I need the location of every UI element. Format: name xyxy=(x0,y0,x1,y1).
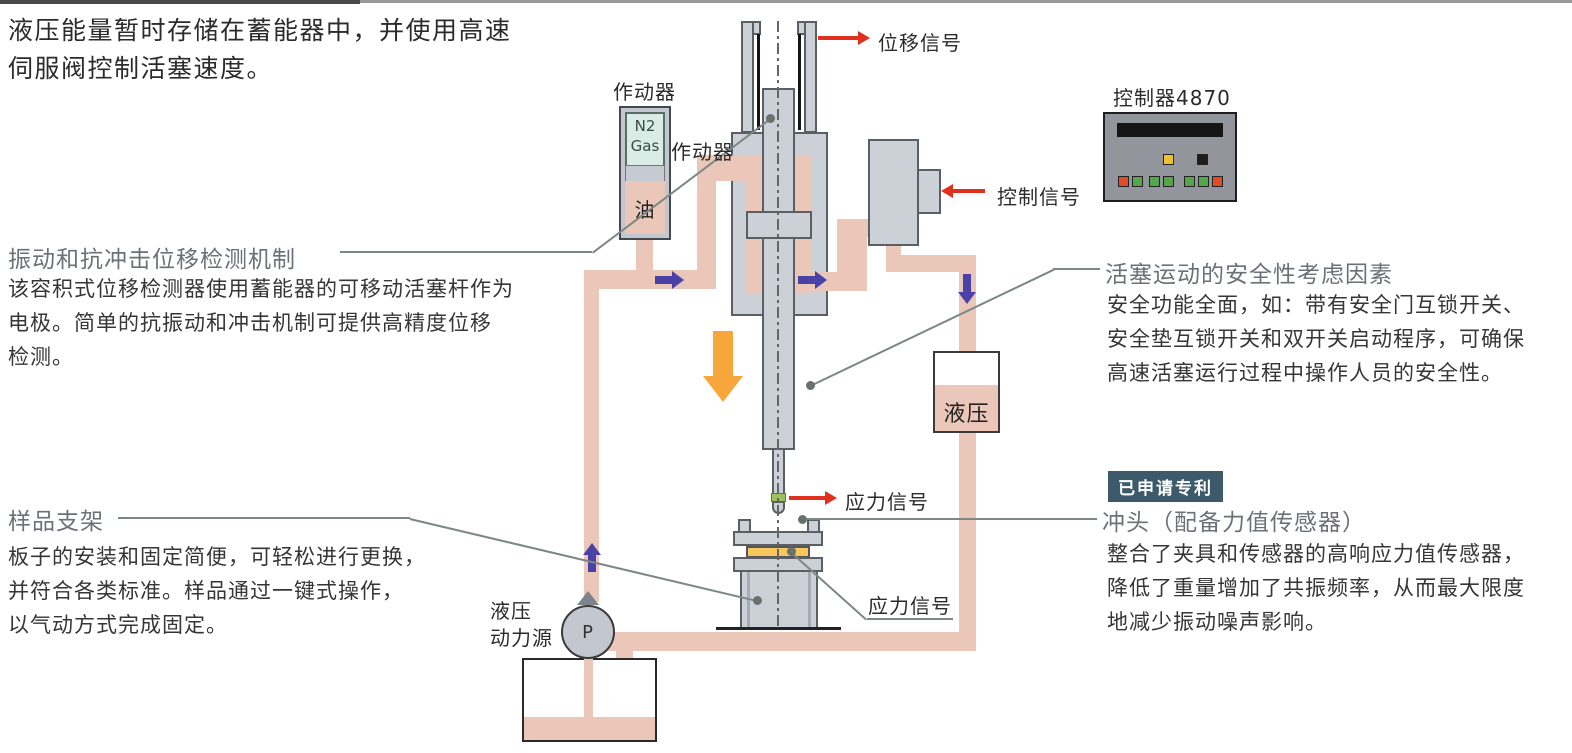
flow-arrow-3-shaft xyxy=(963,274,971,292)
pipe-bottom-horizontal xyxy=(601,632,975,651)
flow-arrow-2-shaft xyxy=(798,276,815,284)
pipe-below-tank xyxy=(959,431,976,651)
base-shade-right xyxy=(808,572,811,627)
down-motion-arrow-head xyxy=(703,376,743,402)
displacement-section-body: 该容积式位移检测器使用蓄能器的可移动活塞杆作为 电极。简单的抗振动和冲击机制可提… xyxy=(8,277,514,369)
pipe-left-vertical xyxy=(584,270,599,602)
leader-displacement-h xyxy=(340,251,592,253)
controller-display xyxy=(1117,123,1223,137)
controller-label: 控制器4870 xyxy=(1113,86,1231,110)
flow-arrow-1-shaft xyxy=(655,276,672,284)
sensor-post-left xyxy=(741,21,754,133)
stress-signal-arrow-shaft xyxy=(789,496,827,500)
actuator-side-label: 作动器 xyxy=(671,140,734,164)
sensor-post-right xyxy=(804,21,817,133)
controller-panel xyxy=(1103,112,1237,202)
pipe-accumulator-drop xyxy=(636,232,653,274)
controller-button-2 xyxy=(1132,176,1143,187)
flow-arrow-4-shaft xyxy=(588,554,596,572)
pump-name-label: 液压 动力源 xyxy=(490,599,553,650)
intro-line-1: 液压能量暂时存储在蓄能器中，并使用高速 xyxy=(8,16,512,45)
flow-arrow-3-head xyxy=(958,292,976,304)
leader-stress2-underline xyxy=(867,618,953,620)
patent-badge: 已申请专利 xyxy=(1108,471,1223,502)
intro-text: 液压能量暂时存储在蓄能器中，并使用高速 伺服阀控制活塞速度。 xyxy=(8,12,512,88)
actuator-top-label: 作动器 xyxy=(613,80,676,104)
piston xyxy=(746,211,812,239)
pump-outlet-triangle xyxy=(577,591,599,605)
leader-sample-h xyxy=(118,517,410,519)
leader-punch-h xyxy=(807,518,1097,520)
leader-safety-h xyxy=(1053,268,1100,270)
pipe-riser-to-cylinder xyxy=(697,155,716,289)
n2-gas-label: N2 Gas xyxy=(630,117,660,155)
leader-dot-rod-lower xyxy=(806,381,815,390)
control-signal-arrow-shaft xyxy=(951,189,985,193)
servo-valve xyxy=(868,139,919,246)
down-motion-arrow-shaft xyxy=(713,331,733,377)
sample-holder-section-body: 板子的安装和固定简便，可轻松进行更换， 并符合各类标准。样品通过一键式操作， 以… xyxy=(8,545,426,637)
pipe-pump-suction xyxy=(584,656,593,736)
leader-dot-sample-base xyxy=(753,596,762,605)
pipe-valve-drain-h xyxy=(886,255,976,272)
displacement-signal-arrow-head xyxy=(858,31,870,45)
leader-dot-rod-top xyxy=(766,114,775,123)
control-signal-label: 控制信号 xyxy=(997,185,1081,209)
controller-button-6 xyxy=(1198,176,1209,187)
controller-button-4 xyxy=(1163,176,1174,187)
hydraulic-tank-label: 液压 xyxy=(943,402,990,427)
flow-arrow-1-head xyxy=(672,271,684,289)
sample-holder-section-title: 样品支架 xyxy=(8,509,104,535)
punch-section-title: 冲头（配备力值传感器） xyxy=(1102,510,1366,536)
base-ground-line xyxy=(716,627,841,630)
controller-button-3 xyxy=(1149,176,1160,187)
controller-button-1 xyxy=(1118,176,1129,187)
safety-section-title: 活塞运动的安全性考虑因素 xyxy=(1105,262,1393,288)
accumulator-oil xyxy=(625,181,665,234)
controller-button-5 xyxy=(1184,176,1195,187)
stress-signal-lower-label: 应力信号 xyxy=(868,594,952,618)
pump-symbol: P xyxy=(582,622,594,643)
pipe-right-to-tank xyxy=(959,255,976,355)
control-signal-arrow-head xyxy=(941,184,953,198)
safety-section-body: 安全功能全面，如：带有安全门互锁开关、 安全垫互锁开关和双开关启动程序，可确保 … xyxy=(1107,293,1525,385)
leader-dot-punch xyxy=(798,515,807,524)
displacement-signal-label: 位移信号 xyxy=(878,31,962,55)
sensor-gap-right xyxy=(798,34,801,130)
controller-button-black xyxy=(1197,154,1208,165)
pump: P xyxy=(561,605,615,659)
accumulator-n2-chamber xyxy=(625,112,665,167)
stress-signal-arrow-head xyxy=(825,491,837,505)
hydraulic-tank-liquid xyxy=(935,385,998,431)
oil-label: 油 xyxy=(634,198,656,222)
flow-arrow-4-head xyxy=(583,543,601,555)
punch-section-body: 整合了夹具和传感器的高响应力值传感器， 降低了重量增加了共振频率，从而最大限度 … xyxy=(1107,542,1525,634)
leader-dot-sample-plate xyxy=(787,547,796,556)
cylinder-port-left xyxy=(697,155,750,181)
controller-button-7 xyxy=(1212,176,1223,187)
sensor-gap-left xyxy=(757,34,760,130)
displacement-section-title: 振动和抗冲击位移检测机制 xyxy=(8,247,296,273)
centerline xyxy=(777,21,779,627)
servo-valve-tab xyxy=(917,169,941,214)
displacement-signal-arrow-shaft xyxy=(818,36,860,40)
controller-button-yellow xyxy=(1163,154,1174,165)
top-edge-strip-dark xyxy=(0,0,360,4)
stress-signal-upper-label: 应力信号 xyxy=(845,490,929,514)
flow-arrow-2-head xyxy=(815,271,827,289)
intro-line-2: 伺服阀控制活塞速度。 xyxy=(8,54,274,83)
top-edge-strip xyxy=(0,0,1572,3)
base-shade-left xyxy=(747,572,750,627)
